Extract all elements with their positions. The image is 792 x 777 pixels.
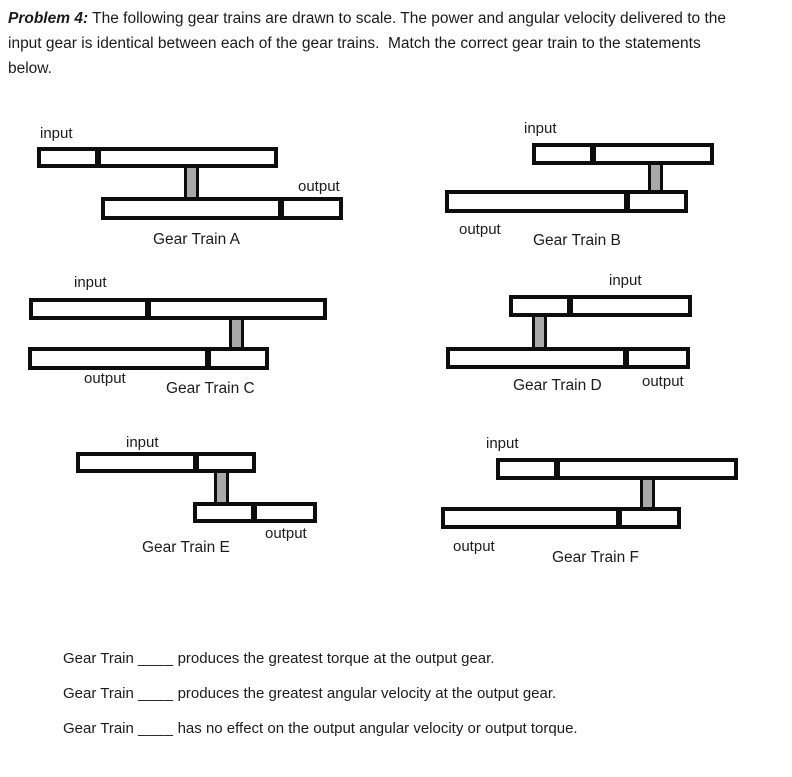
input-label-e: input bbox=[126, 434, 159, 451]
gear-train-caption-f: Gear Train F bbox=[552, 549, 639, 566]
axle-shaft-connector-d bbox=[532, 310, 547, 352]
problem-statement-line1: Problem 4: The following gear trains are… bbox=[8, 6, 726, 31]
statement-angular-velocity: Gear Train ____ produces the greatest an… bbox=[63, 685, 556, 702]
problem-statement-text: The following gear trains are drawn to s… bbox=[88, 10, 726, 27]
gear-rect-d-1 bbox=[509, 295, 571, 317]
answer-blank-angular-velocity[interactable]: ____ bbox=[138, 685, 174, 702]
output-label-b: output bbox=[459, 221, 501, 238]
problem-statement-line2: input gear is identical between each of … bbox=[8, 35, 701, 52]
gear-rect-d-2 bbox=[569, 295, 692, 317]
statement-no-effect: Gear Train ____ has no effect on the out… bbox=[63, 720, 578, 737]
answer-blank-no-effect[interactable]: ____ bbox=[138, 720, 174, 737]
output-label-a: output bbox=[298, 178, 340, 195]
answer-blank-torque[interactable]: ____ bbox=[138, 650, 174, 667]
statement-torque: Gear Train ____ produces the greatest to… bbox=[63, 650, 494, 667]
gear-rect-f-1 bbox=[496, 458, 558, 480]
input-label-a: input bbox=[40, 125, 73, 142]
gear-rect-c-3 bbox=[28, 347, 209, 370]
gear-rect-d-3 bbox=[446, 347, 627, 369]
statement-text: produces the greatest torque at the outp… bbox=[177, 650, 495, 667]
gear-rect-e-1 bbox=[76, 452, 197, 473]
axle-shaft-connector-f bbox=[640, 473, 655, 512]
gear-rect-f-4 bbox=[618, 507, 681, 529]
gear-rect-c-1 bbox=[29, 298, 149, 320]
gear-rect-a-1 bbox=[37, 147, 99, 168]
gear-rect-a-4 bbox=[280, 197, 343, 220]
gear-rect-b-1 bbox=[532, 143, 594, 165]
gear-rect-b-3 bbox=[445, 190, 628, 213]
output-label-f: output bbox=[453, 538, 495, 555]
gear-train-caption-c: Gear Train C bbox=[166, 380, 255, 397]
input-label-d: input bbox=[609, 272, 642, 289]
statement-text: produces the greatest angular velocity a… bbox=[177, 685, 557, 702]
axle-shaft-connector-a bbox=[184, 162, 199, 202]
gear-rect-b-2 bbox=[592, 143, 714, 165]
gear-rect-d-4 bbox=[625, 347, 690, 369]
gear-rect-e-3 bbox=[193, 502, 255, 523]
statement-prefix: Gear Train bbox=[63, 720, 134, 737]
gear-rect-e-2 bbox=[195, 452, 256, 473]
statement-prefix: Gear Train bbox=[63, 650, 134, 667]
gear-rect-f-3 bbox=[441, 507, 620, 529]
problem-statement-line3: below. bbox=[8, 60, 52, 77]
axle-shaft-connector-e bbox=[214, 466, 229, 507]
gear-rect-c-4 bbox=[207, 347, 269, 370]
statement-prefix: Gear Train bbox=[63, 685, 134, 702]
output-label-e: output bbox=[265, 525, 307, 542]
gear-train-caption-e: Gear Train E bbox=[142, 539, 230, 556]
gear-rect-b-4 bbox=[626, 190, 688, 213]
problem-number-label: Problem 4: bbox=[8, 10, 89, 27]
axle-shaft-connector-c bbox=[229, 313, 244, 352]
gear-rect-c-2 bbox=[147, 298, 327, 320]
gear-rect-a-3 bbox=[101, 197, 282, 220]
output-label-c: output bbox=[84, 370, 126, 387]
input-label-b: input bbox=[524, 120, 557, 137]
output-label-d: output bbox=[642, 373, 684, 390]
axle-shaft-connector-b bbox=[648, 158, 663, 195]
input-label-f: input bbox=[486, 435, 519, 452]
input-label-c: input bbox=[74, 274, 107, 291]
gear-train-caption-b: Gear Train B bbox=[533, 232, 621, 249]
statement-text: has no effect on the output angular velo… bbox=[177, 720, 578, 737]
gear-rect-e-4 bbox=[253, 502, 317, 523]
gear-train-caption-d: Gear Train D bbox=[513, 377, 602, 394]
gear-rect-f-2 bbox=[556, 458, 738, 480]
gear-train-caption-a: Gear Train A bbox=[153, 231, 241, 248]
gear-rect-a-2 bbox=[97, 147, 278, 168]
